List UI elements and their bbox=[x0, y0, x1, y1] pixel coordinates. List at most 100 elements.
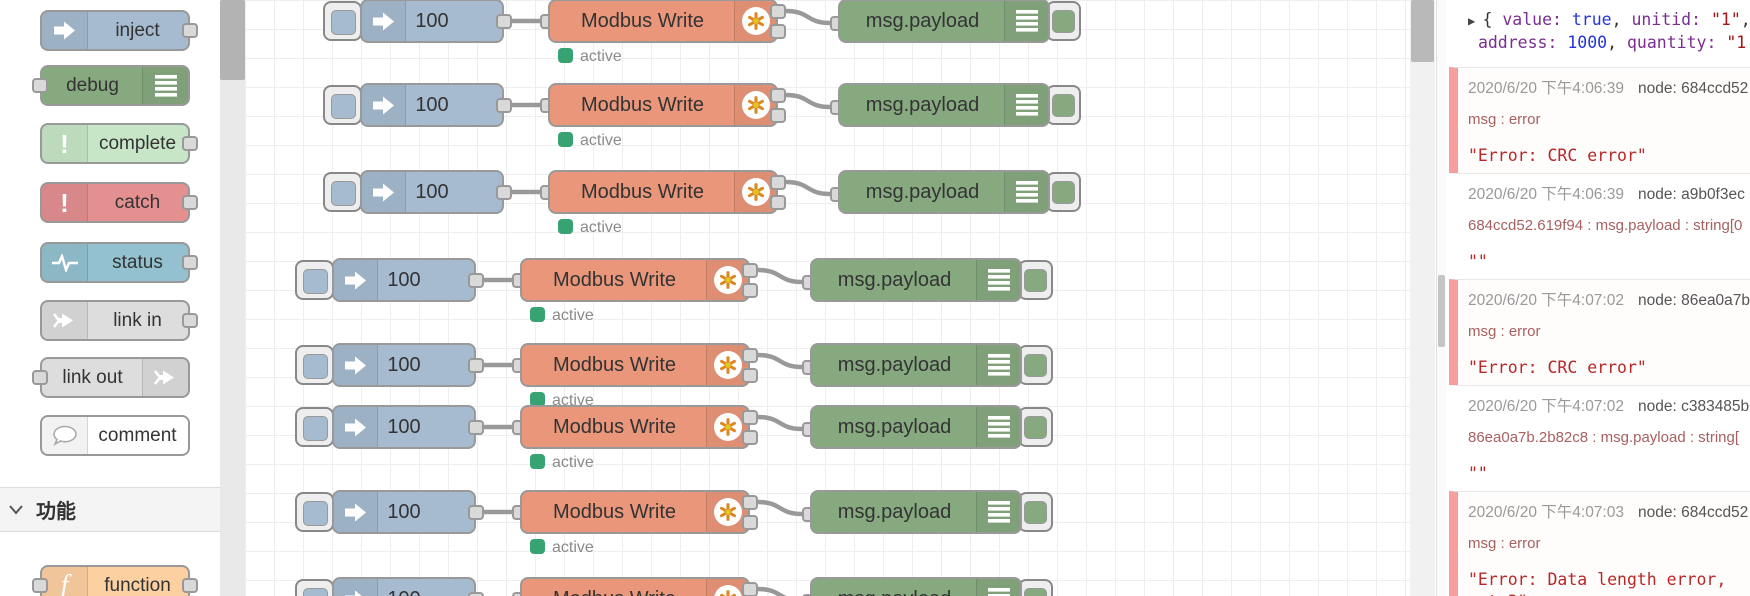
canvas-scrollbar[interactable] bbox=[1410, 0, 1435, 596]
inject-node[interactable]: 100 bbox=[332, 490, 476, 534]
modbus-output-port-1[interactable] bbox=[742, 348, 758, 363]
inject-output-port[interactable] bbox=[468, 419, 484, 435]
palette-node-link-in[interactable]: link in bbox=[40, 300, 190, 341]
debug-toggle-button[interactable] bbox=[1046, 1, 1081, 41]
modbus-write-node[interactable]: Modbus Write bbox=[548, 170, 778, 214]
inject-button[interactable] bbox=[295, 260, 334, 300]
inject-button[interactable] bbox=[323, 1, 362, 41]
debug-node[interactable]: msg.payload bbox=[810, 577, 1022, 596]
modbus-output-port-2[interactable] bbox=[770, 195, 786, 210]
inject-node[interactable]: 100 bbox=[332, 258, 476, 302]
inject-node[interactable]: 100 bbox=[360, 0, 504, 43]
inject-node[interactable]: 100 bbox=[332, 343, 476, 387]
inject-button[interactable] bbox=[295, 492, 334, 532]
modbus-output-port-2[interactable] bbox=[770, 108, 786, 123]
wire[interactable] bbox=[755, 267, 805, 285]
modbus-write-node[interactable]: Modbus Write bbox=[520, 258, 750, 302]
modbus-output-port-1[interactable] bbox=[742, 410, 758, 425]
inject-output-port[interactable] bbox=[468, 272, 484, 288]
inject-output-port[interactable] bbox=[496, 184, 512, 200]
debug-node[interactable]: msg.payload bbox=[810, 405, 1022, 449]
modbus-node-icon bbox=[734, 1, 776, 41]
inject-output-port[interactable] bbox=[496, 13, 512, 29]
inject-output-port[interactable] bbox=[496, 97, 512, 113]
modbus-output-port-2[interactable] bbox=[742, 368, 758, 383]
inject-button[interactable] bbox=[323, 172, 362, 212]
modbus-output-port-2[interactable] bbox=[742, 283, 758, 298]
inject-node[interactable]: 100 bbox=[360, 83, 504, 127]
palette-node-status[interactable]: status bbox=[40, 242, 190, 283]
inject-node[interactable]: 100 bbox=[332, 577, 476, 596]
debug-scrollbar-thumb[interactable] bbox=[1438, 275, 1445, 347]
inject-button[interactable] bbox=[323, 85, 362, 125]
inject-node[interactable]: 100 bbox=[360, 170, 504, 214]
flow-canvas[interactable]: 100 Modbus Write active msg.payload 100 bbox=[245, 0, 1410, 596]
debug-toggle-button[interactable] bbox=[1046, 172, 1081, 212]
modbus-write-node[interactable]: Modbus Write bbox=[520, 490, 750, 534]
inject-output-port[interactable] bbox=[468, 357, 484, 373]
wire[interactable] bbox=[783, 179, 833, 197]
palette-node-comment[interactable]: comment bbox=[40, 415, 190, 456]
palette-node-complete[interactable]: !complete bbox=[40, 123, 190, 164]
debug-node[interactable]: msg.payload bbox=[810, 490, 1022, 534]
debug-node[interactable]: msg.payload bbox=[838, 83, 1050, 127]
debug-node[interactable]: msg.payload bbox=[810, 258, 1022, 302]
modbus-write-node[interactable]: Modbus Write bbox=[548, 0, 778, 43]
inject-output-port[interactable] bbox=[468, 504, 484, 520]
debug-node[interactable]: msg.payload bbox=[810, 343, 1022, 387]
wire[interactable] bbox=[755, 499, 805, 517]
modbus-output-port-2[interactable] bbox=[742, 515, 758, 530]
canvas-scrollbar-thumb[interactable] bbox=[1411, 0, 1434, 62]
wire[interactable] bbox=[783, 8, 833, 26]
debug-node-icon bbox=[1004, 85, 1048, 125]
modbus-output-port-1[interactable] bbox=[742, 495, 758, 510]
palette-scrollbar-thumb[interactable] bbox=[220, 0, 245, 80]
palette-node-debug[interactable]: debug bbox=[40, 65, 190, 106]
inject-node-label: 100 bbox=[387, 353, 421, 376]
modbus-output-port-1[interactable] bbox=[770, 4, 786, 19]
modbus-write-node[interactable]: Modbus Write bbox=[520, 405, 750, 449]
palette-scrollbar[interactable] bbox=[220, 0, 245, 596]
modbus-write-node[interactable]: Modbus Write bbox=[520, 343, 750, 387]
debug-scrollbar[interactable] bbox=[1436, 0, 1446, 596]
palette-node-link-out[interactable]: link out bbox=[40, 357, 190, 398]
debug-message-path: 684ccd52.619f94 : msg.payload : string[0 bbox=[1468, 217, 1743, 234]
modbus-output-port-2[interactable] bbox=[742, 430, 758, 445]
debug-toggle-button[interactable] bbox=[1018, 579, 1053, 596]
modbus-write-node[interactable]: Modbus Write bbox=[520, 577, 750, 596]
wire[interactable] bbox=[783, 92, 833, 110]
modbus-write-node[interactable]: Modbus Write bbox=[548, 83, 778, 127]
debug-node-icon bbox=[1004, 172, 1048, 212]
debug-toggle-button[interactable] bbox=[1046, 85, 1081, 125]
debug-node[interactable]: msg.payload bbox=[838, 170, 1050, 214]
palette-node-catch[interactable]: !catch bbox=[40, 182, 190, 223]
palette-node-inject[interactable]: inject bbox=[40, 10, 190, 51]
modbus-output-port-1[interactable] bbox=[770, 175, 786, 190]
wire[interactable] bbox=[755, 414, 805, 432]
inject-output-port[interactable] bbox=[468, 591, 484, 596]
inject-button[interactable] bbox=[295, 345, 334, 385]
modbus-output-port-1[interactable] bbox=[742, 582, 758, 596]
palette-section-function[interactable]: 功能 bbox=[0, 487, 220, 532]
debug-message-json[interactable]: ▶ { value: true, unitid: "1", address: 1… bbox=[1449, 0, 1750, 67]
debug-toggle-button[interactable] bbox=[1018, 260, 1053, 300]
wire[interactable] bbox=[755, 352, 805, 370]
debug-toggle-button[interactable] bbox=[1018, 492, 1053, 532]
debug-node[interactable]: msg.payload bbox=[838, 0, 1050, 43]
debug-toggle-button[interactable] bbox=[1018, 345, 1053, 385]
inject-node[interactable]: 100 bbox=[332, 405, 476, 449]
modbus-output-port-2[interactable] bbox=[770, 24, 786, 39]
modbus-output-port-1[interactable] bbox=[742, 263, 758, 278]
inject-button[interactable] bbox=[295, 579, 334, 596]
inject-node-icon bbox=[334, 407, 378, 447]
debug-toggle-button[interactable] bbox=[1018, 407, 1053, 447]
modbus-output-port-1[interactable] bbox=[770, 88, 786, 103]
wire[interactable] bbox=[755, 586, 802, 596]
inject-button[interactable] bbox=[295, 407, 334, 447]
